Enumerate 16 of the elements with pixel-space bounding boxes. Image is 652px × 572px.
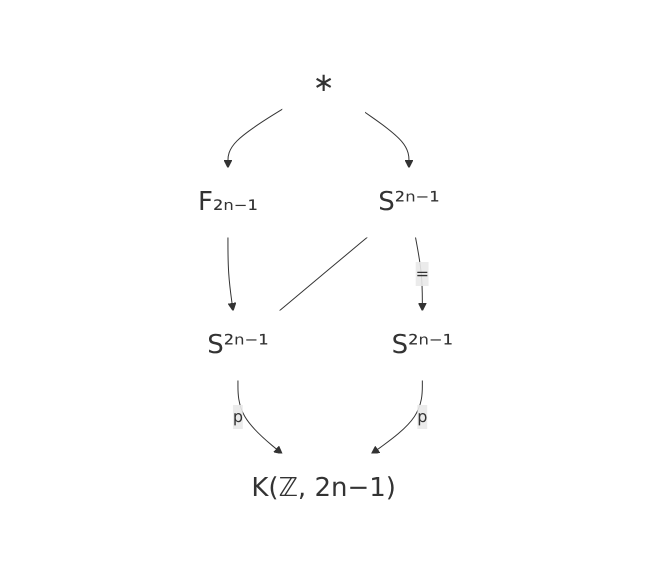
edge-label: = <box>416 264 430 283</box>
arrow <box>371 380 424 454</box>
arrow <box>228 236 237 312</box>
arrow <box>415 236 428 312</box>
arrow <box>238 380 284 454</box>
node-text: F₂ₙ₋₁ <box>198 186 258 217</box>
edge-label: p <box>233 406 244 426</box>
connector <box>279 236 369 312</box>
arrow <box>364 112 414 168</box>
edge-label: p <box>418 406 428 426</box>
arrow <box>224 108 284 168</box>
node-text: S²ⁿ⁻¹ <box>378 186 440 217</box>
node-text: S²ⁿ⁻¹ <box>208 330 270 360</box>
node-text: S²ⁿ⁻¹ <box>392 330 454 360</box>
node-text: ∗ <box>313 68 336 98</box>
node-text: K(ℤ, 2n−1) <box>252 472 396 503</box>
